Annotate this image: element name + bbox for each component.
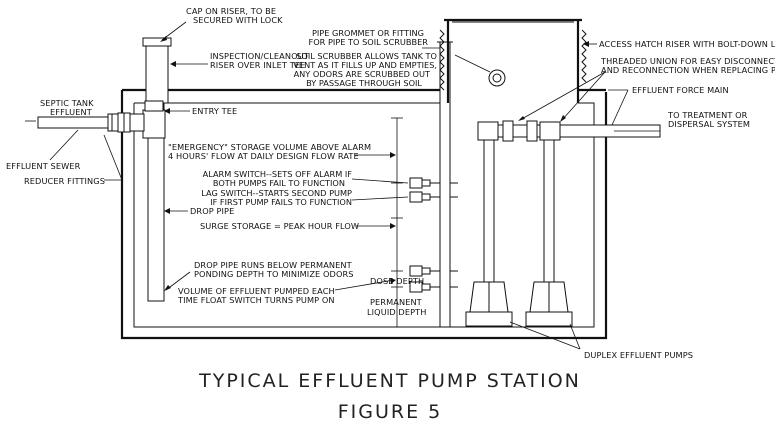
label-lag-switch-1: LAG SWITCH--STARTS SECOND PUMP: [201, 188, 352, 198]
label-septic-tank-1: SEPTIC TANK: [40, 98, 94, 108]
label-dose-depth: DOSE DEPTH: [370, 276, 424, 286]
label-volume-effluent-1: VOLUME OF EFFLUENT PUMPED EACH: [178, 286, 335, 296]
label-emergency-1: "EMERGENCY" STORAGE VOLUME ABOVE ALARM: [168, 142, 371, 152]
label-threaded-union-2: AND RECONNECTION WHEN REPLACING PUMP: [601, 65, 775, 75]
label-drop-pipe: DROP PIPE: [190, 206, 234, 216]
dimension-line: [391, 117, 403, 327]
duplex-pumps: [465, 281, 573, 327]
caption: TYPICAL EFFLUENT PUMP STATION FIGURE 5: [198, 370, 581, 423]
labels: CAP ON RISER, TO BE SECURED WITH LOCK IN…: [6, 6, 775, 360]
label-soil-scrubber-3: ANY ODORS ARE SCRUBBED OUT: [294, 69, 431, 79]
discharge-piping: [477, 120, 661, 283]
label-permanent-2: LIQUID DEPTH: [367, 307, 427, 317]
label-effluent-sewer: EFFLUENT SEWER: [6, 161, 81, 171]
label-threaded-union-1: THREADED UNION FOR EASY DISCONNECTION: [600, 56, 775, 66]
label-inspection-riser-2: RISER OVER INLET TEE: [210, 60, 305, 70]
inspection-riser: [142, 37, 172, 104]
label-pipe-grommet-2: FOR PIPE TO SOIL SCRUBBER: [309, 37, 429, 47]
label-reducer-fittings: REDUCER FITTINGS: [24, 176, 105, 186]
label-volume-effluent-2: TIME FLOAT SWITCH TURNS PUMP ON: [177, 295, 335, 305]
label-permanent-1: PERMANENT: [370, 297, 423, 307]
effluent-sewer-pipe: [37, 112, 145, 133]
access-hatch-riser: [439, 18, 587, 103]
leader-lines: [25, 21, 660, 350]
label-inspection-riser-1: INSPECTION/CLEANOUT: [210, 51, 310, 61]
tank: [120, 88, 608, 340]
label-cap-on-riser-1: CAP ON RISER, TO BE: [186, 6, 276, 16]
label-to-treatment-2: DISPERSAL SYSTEM: [668, 119, 750, 129]
label-soil-scrubber-4: BY PASSAGE THROUGH SOIL: [306, 78, 422, 88]
caption-figure: FIGURE 5: [338, 401, 443, 423]
label-to-treatment-1: TO TREATMENT OR: [667, 110, 748, 120]
label-alarm-switch-2: BOTH PUMPS FAIL TO FUNCTION: [213, 178, 345, 188]
label-surge-storage: SURGE STORAGE = PEAK HOUR FLOW: [200, 221, 359, 231]
float-switches: [409, 177, 458, 293]
label-lag-switch-2: IF FIRST PUMP FAILS TO FUNCTION: [210, 197, 352, 207]
entry-tee: [142, 100, 166, 302]
label-soil-scrubber-1: SOIL SCRUBBER ALLOWS TANK TO: [296, 51, 437, 61]
label-duplex-pumps: DUPLEX EFFLUENT PUMPS: [584, 350, 693, 360]
label-pipe-grommet-1: PIPE GROMMET OR FITTING: [312, 28, 424, 38]
caption-title: TYPICAL EFFLUENT PUMP STATION: [198, 370, 581, 392]
label-entry-tee: ENTRY TEE: [192, 106, 237, 116]
soil-scrubber-vent: [437, 41, 506, 328]
label-access-hatch: ACCESS HATCH RISER WITH BOLT-DOWN LID: [599, 39, 775, 49]
label-effluent-force-main: EFFLUENT FORCE MAIN: [632, 85, 729, 95]
label-cap-on-riser-2: SECURED WITH LOCK: [193, 15, 283, 25]
label-emergency-2: 4 HOURS' FLOW AT DAILY DESIGN FLOW RATE: [168, 151, 359, 161]
label-soil-scrubber-2: VENT AS IT FILLS UP AND EMPTIES,: [293, 60, 437, 70]
label-drop-pipe-runs-1: DROP PIPE RUNS BELOW PERMANENT: [194, 260, 353, 270]
label-drop-pipe-runs-2: PONDING DEPTH TO MINIMIZE ODORS: [194, 269, 354, 279]
label-alarm-switch-1: ALARM SWITCH--SETS OFF ALARM IF: [203, 169, 353, 179]
label-septic-tank-2: EFFLUENT: [50, 107, 93, 117]
